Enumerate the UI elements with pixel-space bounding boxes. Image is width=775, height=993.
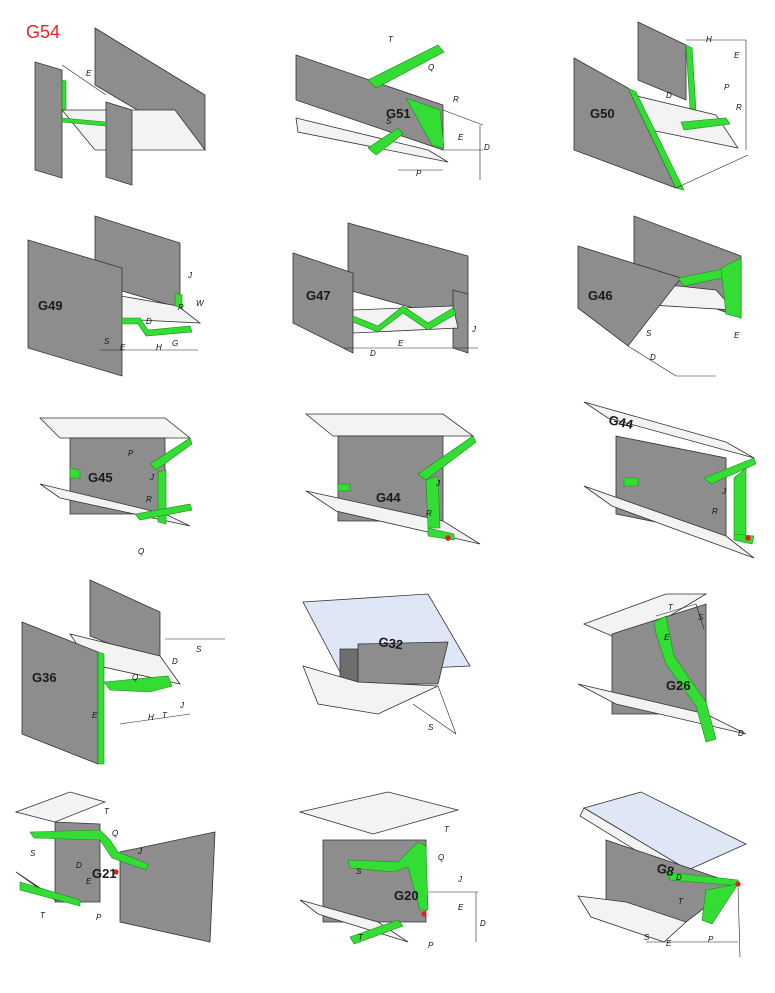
panel-14: G20 T Q S J E D T P [258,791,516,990]
dim-label: R [178,303,184,312]
dim-label: T [40,911,46,920]
dim-label: T [388,35,394,44]
panel-label: G21 [92,866,117,881]
dim-label: Q [132,673,138,682]
dim-label: H [706,35,712,44]
panel-label: G49 [38,298,63,313]
dim-label: E [458,903,464,912]
dim-label: D [76,861,82,870]
panel-label: G46 [588,288,613,303]
panel-label: G47 [306,288,331,303]
panel-8: G44 J R [258,396,516,594]
dim-label: R [453,95,459,104]
dim-label: J [457,875,463,884]
panel-label: G44 [376,490,401,505]
dim-label: R [712,507,718,516]
dim-label: Q [428,63,434,72]
panel-13: G21 T Q S D E J T P [0,791,258,990]
dim-label: Q [438,853,444,862]
dim-label: J [187,271,193,280]
dim-label: Q [112,829,118,838]
panel-7: G45 P J R Q [0,396,258,594]
panel-4: G49 J W D S E H G R [0,198,258,396]
dim-label: J [137,847,143,856]
dim-label: D [666,91,672,100]
dim-label: H [156,343,162,352]
dim-label: D [650,353,656,362]
dim-label: S [698,613,704,622]
dim-label: E [92,711,98,720]
dim-label: H [148,713,154,722]
dim-label: R [426,509,432,518]
dim-label: J [179,701,185,710]
dim-label: E [86,877,92,886]
dim-label: E [458,133,464,142]
dim-label: J [435,479,441,488]
panel-1: E [0,0,258,198]
panel-label: G20 [394,888,419,903]
panel-label: G50 [590,106,615,121]
dim-label: Q [138,547,144,556]
panel-label: G44 [607,412,635,432]
dim-label: T [668,603,674,612]
dim-label: E [664,633,670,642]
panel-11: G32 S [258,593,516,792]
dim-label: E [86,69,92,78]
dim-label: S [30,849,36,858]
panel-6: G46 S D E [516,198,774,396]
dim-label: S [104,337,110,346]
dim-label: P [708,935,714,944]
dim-label: T [104,807,110,816]
dim-label: R [736,103,742,112]
dim-label: S [356,867,362,876]
diagram-title: G54 [26,22,61,42]
panel-label: G26 [666,678,691,693]
dim-label: T [444,825,450,834]
dim-label: G [172,339,178,348]
panel-label: G45 [88,470,113,485]
dim-label: S [196,645,202,654]
dim-label: P [96,913,102,922]
dim-label: J [471,325,477,334]
dim-label: J [149,473,155,482]
dim-label: E [120,343,126,352]
dim-label: D [676,873,682,882]
panel-label: G36 [32,670,57,685]
dim-label: E [734,331,740,340]
dim-label: T [678,897,684,906]
dim-label: D [484,143,490,152]
panel-label: G32 [378,634,404,652]
dim-label: R [146,495,152,504]
panel-label: G51 [386,106,411,121]
dim-label: D [146,317,152,326]
panel-10: G36 S D Q E H T J [0,579,258,792]
panel-12: G26 T E S D [516,593,774,792]
dim-label: S [386,117,392,126]
dim-label: E [734,51,740,60]
panel-2: G51 T Q R S E D P [258,0,516,198]
dim-label: P [724,83,730,92]
dim-label: D [172,657,178,666]
dim-label: P [428,941,434,950]
panel-15: G8 D T S E P [516,791,774,990]
dim-label: D [480,919,486,928]
panel-5: G47 J D E [258,198,516,396]
panel-label: G8 [655,860,675,879]
dim-label: P [128,449,134,458]
dim-label: J [721,487,727,496]
panel-9: G44 J R [516,396,774,594]
dim-label: D [738,729,744,738]
dim-label: P [416,169,422,178]
dim-label: E [398,339,404,348]
dim-label: W [196,299,205,308]
dim-label: S [428,723,434,732]
dim-label: T [358,933,364,942]
dim-label: S [646,329,652,338]
dim-label: D [370,349,376,358]
dim-label: S [644,933,650,942]
dim-label: E [666,939,672,948]
panel-3: G50 H E P D R [516,0,774,198]
dim-label: T [162,711,168,720]
